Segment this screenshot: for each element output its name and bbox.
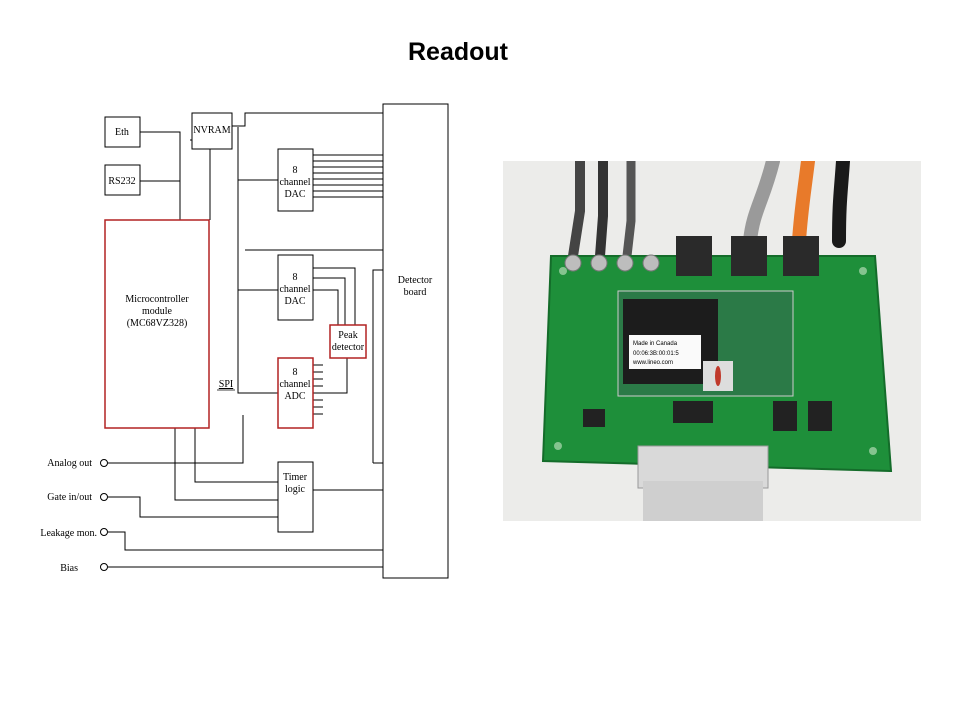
port-gate-label: Gate in/out (47, 492, 92, 503)
connection-lines (108, 112, 383, 568)
adc-label-line3: ADC (284, 391, 305, 402)
nvram-label: NVRAM (193, 125, 230, 136)
rs232-block (104, 164, 141, 196)
micro-label-line3: (MC68VZ328) (127, 318, 188, 329)
adc-label-line2: channel (279, 379, 310, 390)
dac-output-lines (313, 154, 383, 198)
detector-label-line2: board (404, 287, 427, 298)
board-label-url: www.lineo.com (632, 360, 673, 366)
port-bias-connector (100, 563, 108, 571)
readout-board-photo: Made in Canada 00:06:3B:00:01:5 www.line… (503, 161, 921, 521)
dac2-label-line1: 8 (293, 272, 298, 283)
port-analog-out-connector (100, 459, 108, 467)
microcontroller-block (104, 219, 210, 429)
dac2-label-line2: channel (279, 284, 310, 295)
eth-block (104, 116, 141, 148)
adc-input-lines (313, 364, 323, 415)
spi-label: SPI (219, 379, 233, 390)
peak-detector-block (329, 324, 367, 359)
dac2-label-line3: DAC (284, 296, 305, 307)
dac1-label-line2: channel (279, 177, 310, 188)
peak-label-line2: detector (332, 342, 365, 353)
peak-label-line1: Peak (338, 330, 357, 341)
timer-label-line2: logic (285, 484, 306, 495)
micro-label-line2: module (142, 306, 173, 317)
timer-label-line1: Timer (283, 472, 308, 483)
port-bias-label: Bias (60, 563, 78, 574)
detector-label-line1: Detector (398, 275, 433, 286)
dac1-block (277, 148, 314, 212)
dac1-label-line1: 8 (293, 165, 298, 176)
port-leakage-label: Leakage mon. (40, 528, 97, 539)
adc-label-line1: 8 (293, 367, 298, 378)
port-analog-out-label: Analog out (47, 458, 92, 469)
dac2-block (277, 254, 314, 321)
micro-label-line1: Microcontroller (125, 294, 189, 305)
rs232-label: RS232 (108, 176, 135, 187)
slide-title: Readout (408, 38, 508, 66)
eth-label: Eth (115, 127, 129, 138)
detector-board-block (382, 103, 449, 579)
dac1-label-line3: DAC (284, 189, 305, 200)
readout-block-diagram: Eth RS232 NVRAM 8 channel DAC 8 channel … (40, 103, 449, 579)
timer-block (277, 461, 314, 533)
board-label-made-in: Made in Canada (633, 341, 678, 347)
port-leakage-connector (100, 528, 108, 536)
nvram-block (191, 112, 233, 150)
adc-block (277, 357, 314, 429)
board-label-mac: 00:06:3B:00:01:5 (633, 351, 679, 357)
port-gate-connector (100, 493, 108, 501)
